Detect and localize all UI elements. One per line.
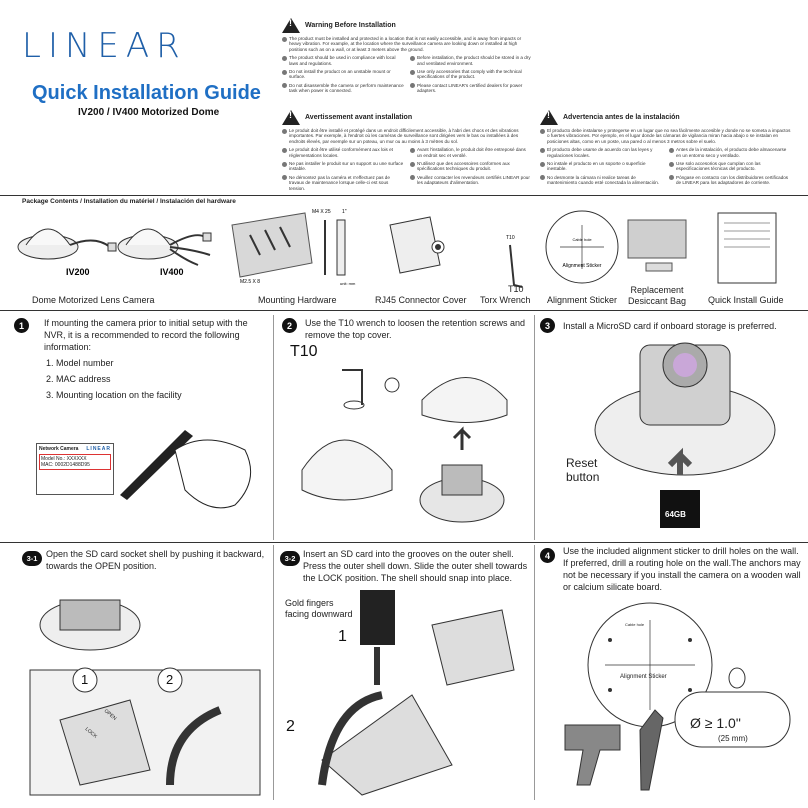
step-4-badge: 4 — [540, 548, 555, 563]
divider — [0, 195, 808, 196]
step-3-1-text: Open the SD card socket shell by pushing… — [46, 549, 265, 571]
divider — [273, 315, 274, 540]
package-title: Package Contents / Installation du matér… — [22, 198, 236, 205]
unit-label: unit: mm — [340, 281, 356, 286]
t10-small-label: T10 — [506, 235, 515, 241]
iv400-label: IV400 — [160, 267, 184, 277]
step-3-text: Install a MicroSD card if onboard storag… — [563, 321, 777, 331]
sticker-name-label: Alignment Sticker — [563, 263, 602, 269]
step-3-2-illustration — [318, 590, 515, 796]
warning-icon — [540, 110, 558, 125]
step-2-circle-icon — [157, 667, 183, 693]
step-3-1-illustration — [29, 599, 261, 796]
warning-icon — [282, 110, 300, 125]
page-subtitle: IV200 / IV400 Motorized Dome — [78, 107, 220, 118]
sd-socket-icon — [59, 699, 151, 786]
step-3-badge: 3 — [540, 318, 555, 333]
alignment-sticker-icon — [545, 210, 619, 284]
step-1-circle-icon — [72, 667, 98, 693]
step-2-text: Use the T10 wrench to loosen the retenti… — [305, 318, 525, 340]
torx-wrench-icon — [342, 369, 363, 405]
iv200-label: IV200 — [66, 267, 90, 277]
rj45-cover-icon — [389, 216, 445, 274]
diameter-label: Ø ≥ 1.0" — [690, 715, 741, 731]
hardware-bag-icon — [231, 212, 313, 278]
drill-icon — [564, 724, 621, 786]
t10-label: T10 — [290, 343, 318, 360]
package-illustrations: IV200 IV400 M2.5 X 8 M4 X 25 1" unit: mm… — [17, 209, 777, 288]
sd-socket-open-icon — [321, 694, 453, 796]
step-4-sticker-label: Alignment Sticker — [620, 674, 667, 680]
gold-fingers-label: Gold fingers facing downward — [285, 598, 353, 619]
pen-hand-icon — [120, 430, 252, 509]
caption-torx-wrench: Torx Wrench — [480, 295, 531, 305]
diameter-mm-label: (25 mm) — [718, 734, 748, 743]
caption-rj45-cover: RJ45 Connector Cover — [375, 295, 467, 305]
warning-icon — [282, 18, 300, 33]
step-3-1-number-1: 1 — [81, 672, 89, 687]
caption-mounting-hardware: Mounting Hardware — [258, 295, 337, 305]
caption-t10-label: T10 — [508, 284, 524, 294]
step-1-item-model: 1. Model number — [46, 358, 114, 368]
screw-icon — [384, 377, 400, 393]
step-4-illustration — [564, 602, 791, 791]
arrow-up-icon — [667, 447, 693, 475]
caption-alignment-sticker: Alignment Sticker — [547, 295, 618, 305]
step-1-item-mac: 2. MAC address — [46, 374, 111, 384]
divider — [0, 542, 808, 543]
curved-arrow-icon — [166, 706, 222, 786]
m25-label: M2.5 X 8 — [240, 279, 260, 285]
step-3-2-number-2: 2 — [286, 718, 295, 735]
torx-wrench-icon — [509, 244, 523, 288]
warning-fr: Avertissement avant installation Le prod… — [282, 110, 532, 194]
anchor-icon — [336, 219, 346, 276]
step-1-text: If mounting the camera prior to initial … — [44, 317, 264, 401]
sd-card-capacity: 64GB — [665, 510, 686, 519]
step-1-item-location: 3. Mounting location on the facility — [46, 390, 182, 400]
step-2-illustration — [301, 369, 508, 523]
divider — [273, 545, 274, 800]
step-3-1-number-2: 2 — [166, 672, 174, 687]
m4-label: M4 X 25 — [312, 209, 331, 215]
sticker-cable-hole-label: Cable hole — [572, 237, 592, 242]
curved-arrow-icon — [318, 691, 383, 786]
caption-quick-guide: Quick Install Guide — [708, 295, 784, 305]
step-2-badge: 2 — [282, 318, 297, 333]
step-3-illustration — [594, 342, 776, 528]
inch-label: 1" — [342, 209, 347, 215]
step-3-2-badge: 3-2 — [280, 551, 300, 566]
camera-iv400-icon — [117, 228, 212, 266]
camera-iv200-icon — [17, 228, 117, 260]
caption-desiccant-bag: Replacement Desiccant Bag — [628, 285, 687, 306]
divider — [534, 315, 535, 540]
desiccant-strip-icon — [645, 262, 673, 272]
microsd-card-icon — [360, 590, 395, 645]
step-3-1-badge: 3-1 — [22, 551, 42, 566]
linear-logo: LINEAR — [22, 26, 187, 66]
warning-en: Warning Before Installation The product … — [282, 18, 532, 97]
dome-cover-icon — [301, 439, 393, 501]
step-3-2-text: Insert an SD card into the grooves on th… — [303, 549, 528, 583]
arrow-up-icon — [452, 426, 472, 450]
divider — [534, 545, 535, 800]
desiccant-bag-icon — [627, 219, 687, 259]
quick-guide-icon — [717, 212, 777, 284]
microsd-card-icon — [660, 490, 700, 528]
step-3-2-number-1: 1 — [338, 628, 347, 645]
divider — [0, 310, 808, 311]
hole-icon — [728, 667, 746, 689]
page-title: Quick Installation Guide — [32, 82, 261, 104]
sd-socket-icon — [431, 609, 515, 686]
warning-es: Advertencia antes de la instalación El p… — [540, 110, 792, 189]
diameter-bubble — [674, 691, 791, 748]
reset-button-label: Reset button — [566, 456, 600, 484]
step-4-cable-hole-label: Cable hole — [625, 622, 645, 627]
caption-dome-camera: Dome Motorized Lens Camera — [32, 295, 155, 305]
step-4-text: Use the included alignment sticker to dr… — [563, 546, 801, 592]
hole-saw-icon — [639, 709, 664, 791]
step-1-badge: 1 — [14, 318, 29, 333]
dome-cover-icon — [421, 377, 508, 423]
